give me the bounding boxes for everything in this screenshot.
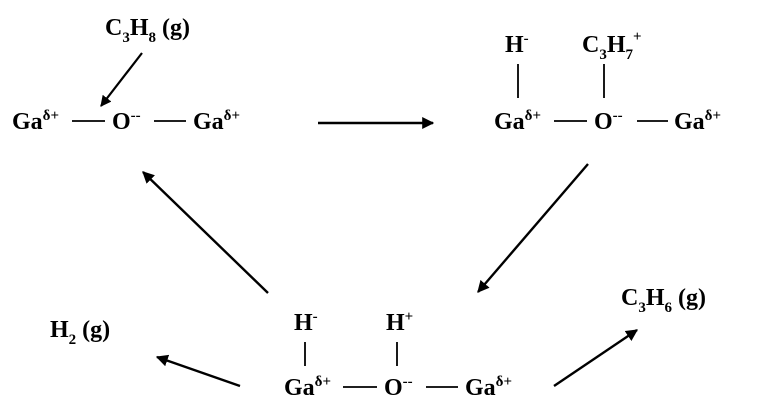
arrow-propene-release bbox=[553, 329, 638, 387]
propene-gas-label: C3H6 (g) bbox=[621, 285, 706, 316]
site-intermediate: Gaδ+ O-- Gaδ+ bbox=[494, 108, 721, 135]
propane-gas-label: C3H8 (g) bbox=[105, 15, 190, 46]
o-label: O-- bbox=[112, 108, 141, 135]
proton-label: H+ bbox=[386, 309, 413, 336]
hydride-label-top: H- bbox=[505, 31, 529, 58]
ga-right-label: Gaδ+ bbox=[674, 108, 721, 135]
ga-left-label: Gaδ+ bbox=[494, 108, 541, 135]
hydrogen-gas-label: H2 (g) bbox=[50, 317, 110, 348]
o-label: O-- bbox=[594, 108, 623, 135]
site-initial: Gaδ+ O-- Gaδ+ bbox=[12, 108, 240, 135]
arrow-h2-release bbox=[155, 354, 241, 388]
site-final: Gaδ+ O-- Gaδ+ bbox=[284, 374, 512, 401]
carbocation-label: C3H7+ bbox=[582, 29, 642, 63]
adsorption-arrow bbox=[100, 52, 143, 107]
arrow-proton-transfer bbox=[477, 163, 589, 293]
o-label: O-- bbox=[384, 374, 413, 401]
ga-left-label: Gaδ+ bbox=[284, 374, 331, 401]
ga-left-label: Gaδ+ bbox=[12, 108, 59, 135]
ga-right-label: Gaδ+ bbox=[193, 108, 240, 135]
arrow-regeneration bbox=[142, 171, 269, 294]
ga-right-label: Gaδ+ bbox=[465, 374, 512, 401]
hydride-label-bottom: H- bbox=[294, 309, 318, 336]
